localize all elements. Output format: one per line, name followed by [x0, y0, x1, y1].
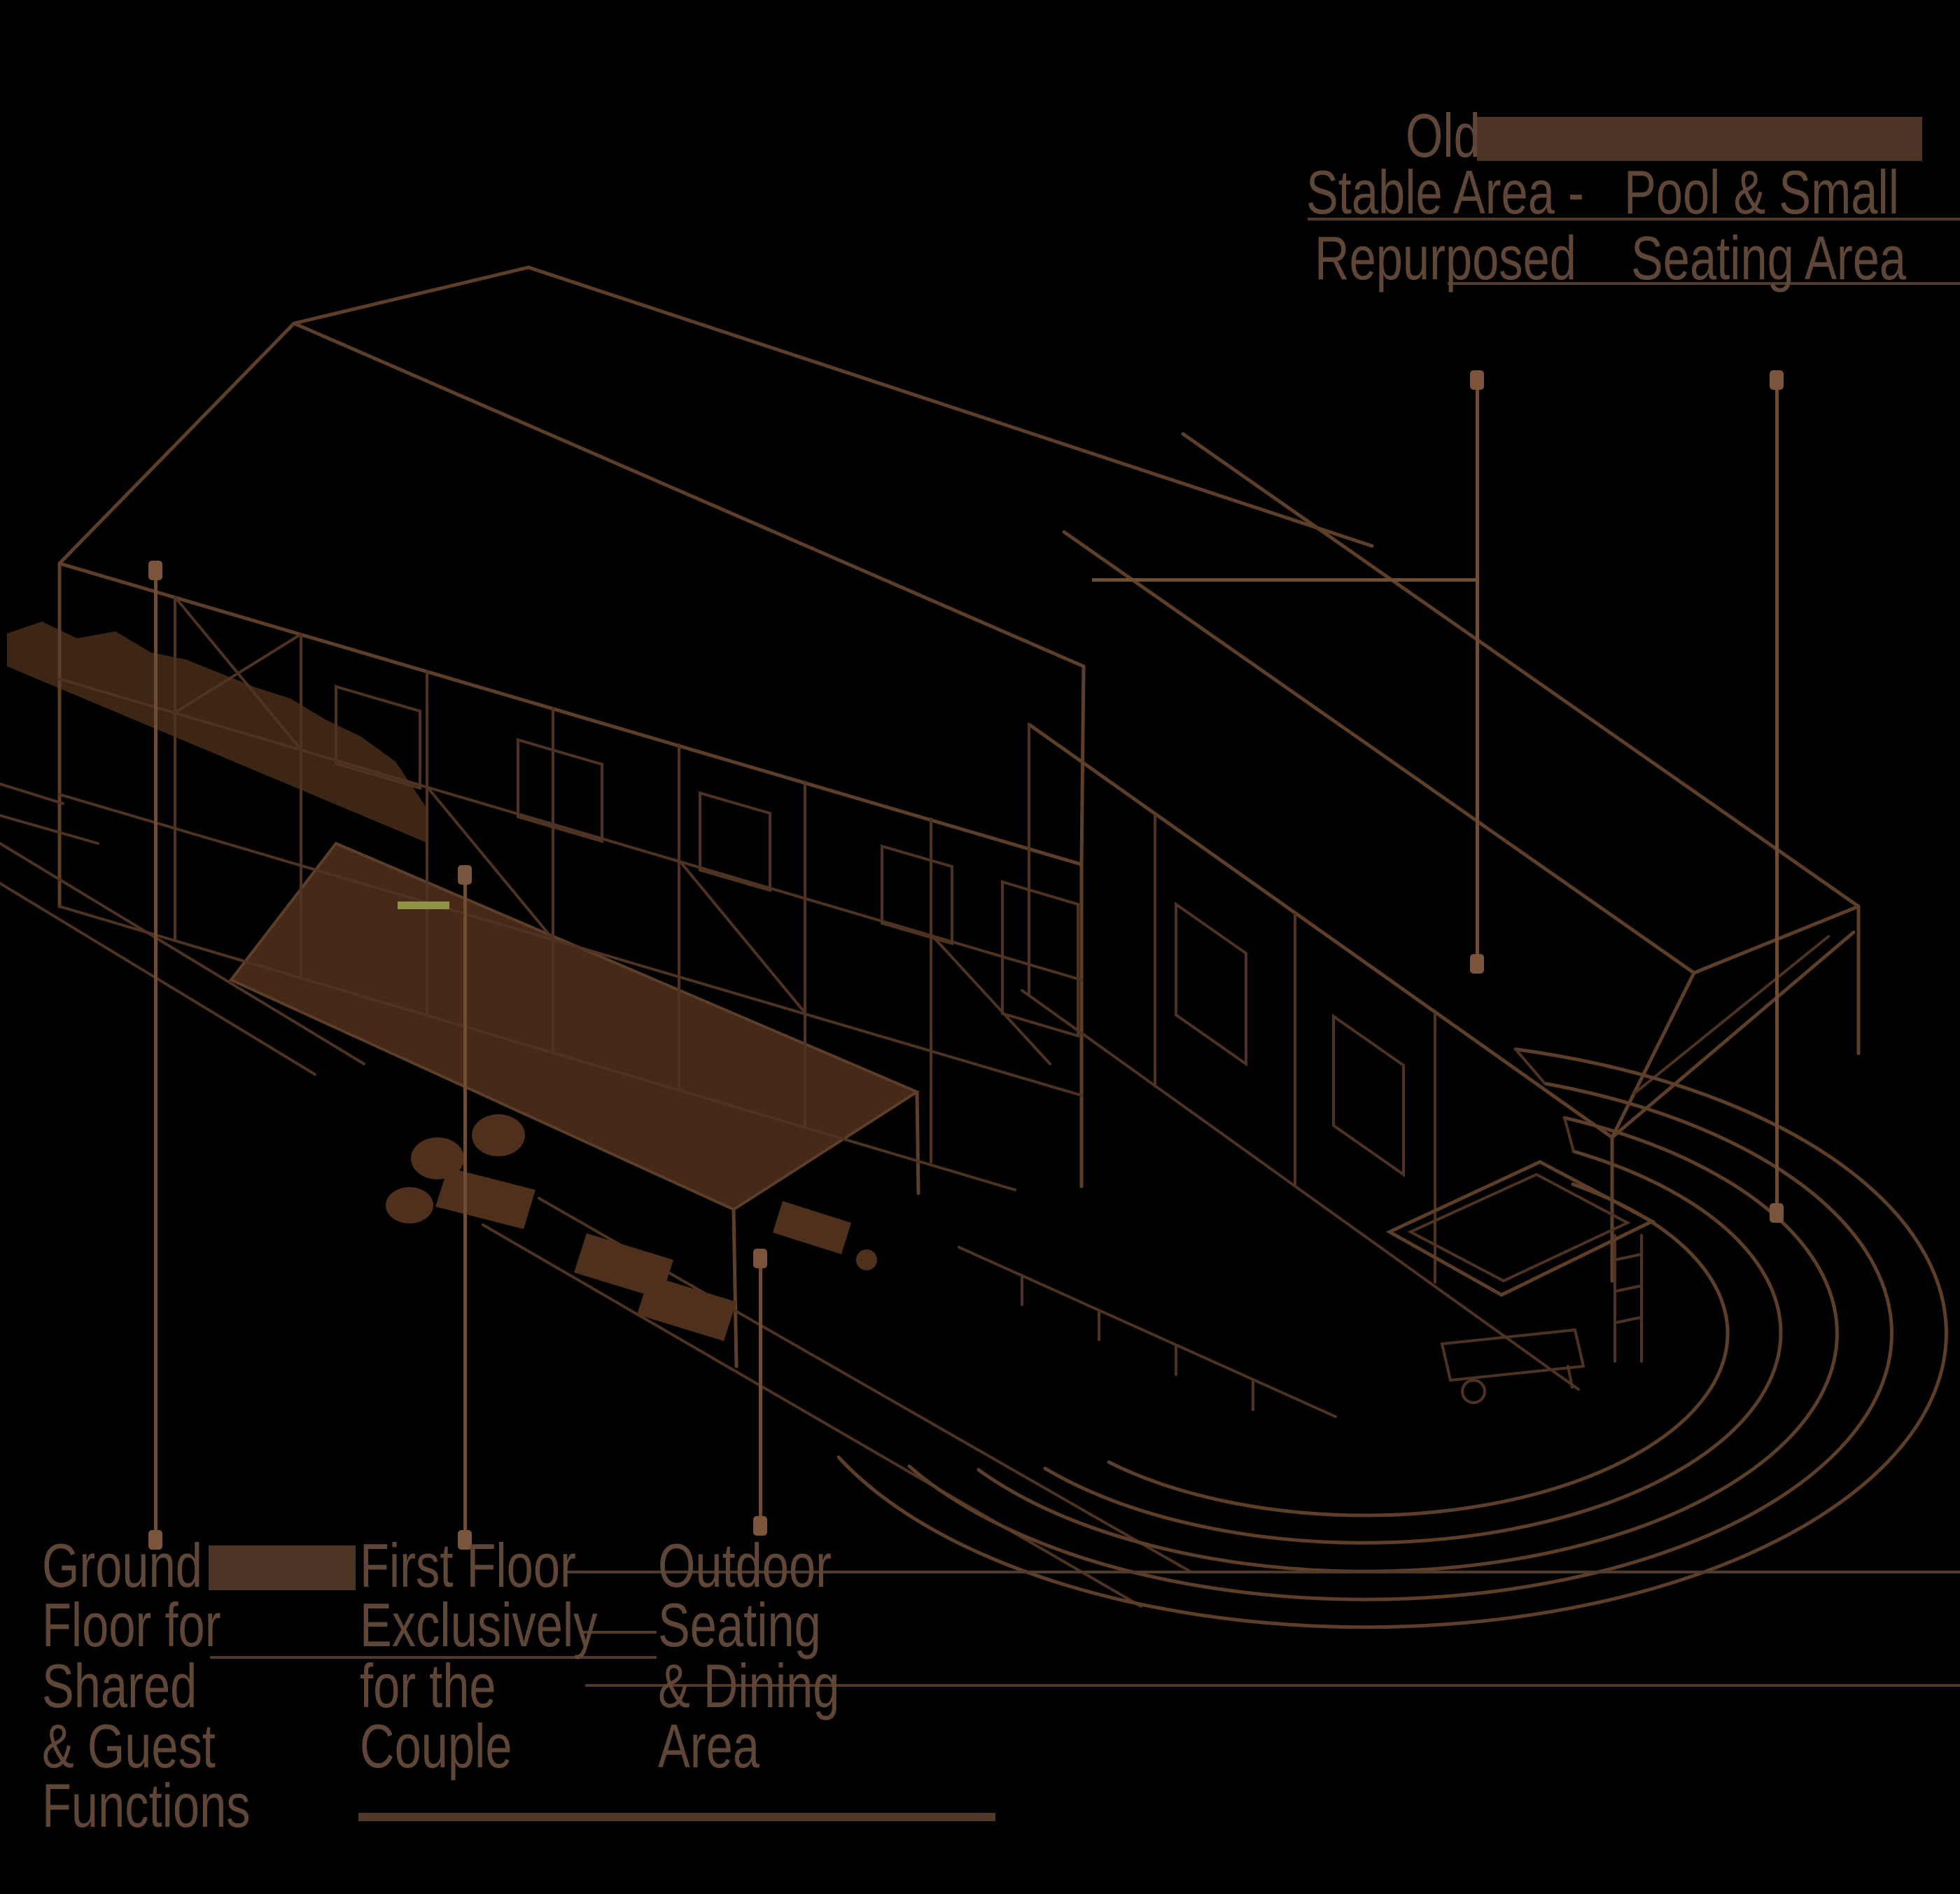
label-ground-floor-line-4: & Guest — [42, 1711, 216, 1781]
green-accent-dash — [398, 902, 449, 909]
label-first-floor-line-4: Couple — [360, 1711, 512, 1781]
label-rule — [582, 1631, 657, 1634]
label-old-stable-line-1: Old — [1406, 101, 1480, 170]
leader-dot — [1470, 370, 1484, 390]
leader-dot — [148, 1530, 162, 1550]
leader-dot — [458, 865, 472, 885]
label-pool-seating-line-2: Seating Area — [1631, 223, 1907, 293]
label-ground-floor-line-5: Functions — [42, 1771, 251, 1840]
label-old-stable-line-2: Stable Area - — [1306, 157, 1584, 227]
label-outdoor-dining-line-1: Outdoor — [658, 1531, 832, 1600]
leader-line-pool-area — [1775, 380, 1779, 1214]
label-bar-ground — [209, 1545, 356, 1590]
ground-lines — [0, 783, 1191, 1608]
label-first-floor-line-3: for the — [360, 1651, 496, 1720]
label-outdoor-dining-line-2: Seating — [658, 1590, 821, 1660]
label-bar-old — [1477, 117, 1922, 161]
leader-line-outdoor-seating — [759, 1258, 762, 1526]
left-barn — [57, 265, 1374, 1191]
label-rule — [585, 1684, 1960, 1687]
label-rule — [1308, 218, 1960, 220]
label-outdoor-dining-line-4: Area — [658, 1711, 760, 1781]
label-pool-seating-line-1: Pool & Small — [1624, 157, 1899, 227]
right-barn — [958, 432, 1861, 1418]
label-rule-thick — [358, 1813, 995, 1821]
label-first-floor-line-1: First Floor — [360, 1531, 576, 1600]
label-ground-floor-line-3: Shared — [42, 1651, 197, 1720]
terrace-and-pool — [836, 1047, 1948, 1629]
canopy-roof — [228, 841, 920, 1368]
label-old-stable-line-3: Repurposed — [1315, 223, 1576, 293]
label-rule — [1448, 282, 1960, 285]
label-first-floor-line-2: Exclusively — [360, 1590, 598, 1660]
leader-connector-stable — [1092, 578, 1477, 582]
label-rule — [210, 1656, 657, 1659]
leader-dot — [1770, 1203, 1784, 1223]
outdoor-furniture — [386, 1114, 877, 1341]
label-ground-floor-line-1: Ground — [42, 1531, 202, 1600]
leader-dot — [1470, 954, 1484, 974]
label-ground-floor-line-2: Floor for — [42, 1590, 221, 1660]
leader-dot — [1770, 370, 1784, 390]
label-rule — [564, 1571, 1960, 1573]
leader-dot — [753, 1516, 767, 1536]
leader-dot — [458, 1530, 472, 1550]
leader-line-ground-floor — [154, 570, 158, 1540]
label-outdoor-dining-line-3: & Dining — [658, 1651, 840, 1720]
hedge-band — [7, 622, 428, 843]
leader-dot — [753, 1249, 767, 1268]
leader-line-first-floor — [463, 875, 467, 1540]
leader-dot — [148, 561, 162, 580]
leader-line-stable-area — [1476, 380, 1479, 964]
